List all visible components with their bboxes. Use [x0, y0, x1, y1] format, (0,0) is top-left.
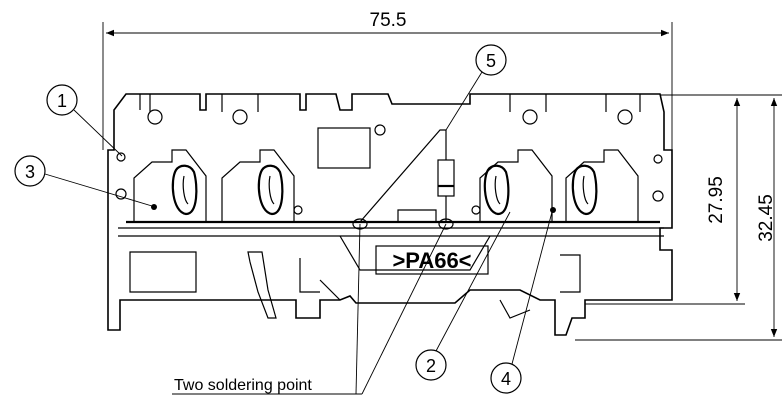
svg-text:1: 1: [57, 91, 67, 111]
soldering-note: Two soldering point: [172, 223, 447, 395]
callout-1: 1: [46, 84, 123, 157]
outer-height-dimension-label: 32.45: [756, 194, 777, 242]
dimension-height-outer: 32.45: [575, 94, 782, 341]
width-dimension-label: 75.5: [370, 10, 407, 31]
clamp-point-dot: [151, 204, 157, 210]
callout-3: 3: [14, 155, 153, 207]
soldering-note-label: Two soldering point: [174, 377, 312, 394]
svg-text:4: 4: [501, 369, 511, 389]
spring-clamp-left-1: [133, 149, 207, 222]
svg-text:5: 5: [486, 51, 496, 71]
callout-4: 4: [490, 211, 553, 394]
housing: >PA66<: [107, 93, 673, 336]
svg-text:3: 3: [25, 162, 35, 182]
callout-2: 2: [415, 211, 511, 381]
spring-clamp-right-2: [550, 149, 639, 222]
svg-text:2: 2: [426, 356, 436, 376]
spring-clamp-left-2: [221, 149, 303, 222]
spring-clamp-right-1: [471, 149, 553, 222]
solder-point-2: [438, 218, 454, 230]
callout-5: 5: [445, 44, 507, 131]
inner-height-dimension-label: 27.95: [706, 176, 727, 224]
diode: [352, 129, 455, 230]
clamp-point-dot-right: [550, 207, 556, 213]
dimension-width: 75.5: [102, 10, 673, 150]
